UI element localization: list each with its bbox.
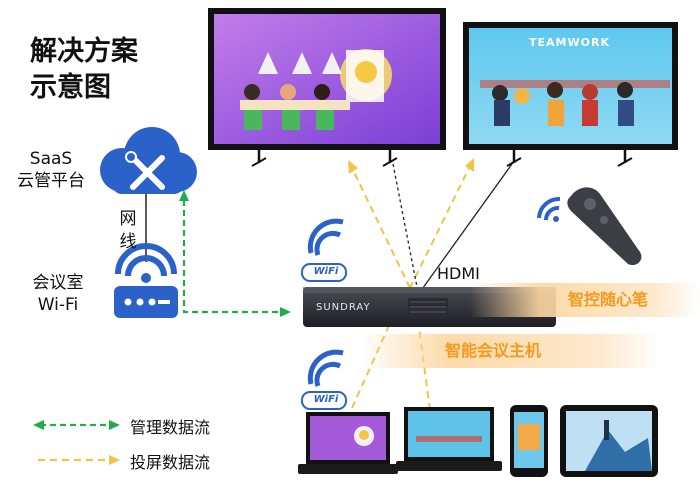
network-line-2: 线 <box>119 232 137 252</box>
laptop-icon <box>396 407 502 471</box>
room-line-1: 会议室 <box>32 273 84 293</box>
saas-platform-label: SaaS 云管平台 <box>6 148 96 192</box>
wifi-icon <box>301 349 347 410</box>
tablet-icon <box>560 405 658 477</box>
network-cable-label: 网 线 <box>117 208 139 254</box>
hdmi-label: HDMI <box>437 264 480 283</box>
pen-label: 智控随心笔 <box>568 290 649 309</box>
tv-right-title: TEAMWORK <box>529 36 610 49</box>
remote-pen-icon <box>537 187 642 266</box>
router-icon <box>114 243 178 318</box>
saas-line-2: 云管平台 <box>17 171 85 191</box>
host-label-band: 智能会议主机 <box>360 334 660 368</box>
legend-projection-label: 投屏数据流 <box>130 453 211 472</box>
title-line-1: 解决方案 <box>30 36 138 67</box>
host-brand: SUNDRAY <box>316 302 371 313</box>
title-line-2: 示意图 <box>30 72 111 103</box>
meeting-room-wifi-label: 会议室 Wi-Fi <box>18 272 98 316</box>
room-line-2: Wi-Fi <box>37 295 79 315</box>
pen-label-band: 智控随心笔 <box>470 283 700 317</box>
tv-right <box>463 22 678 167</box>
saas-line-1: SaaS <box>29 149 73 169</box>
host-label: 智能会议主机 <box>445 341 542 360</box>
legend-management-label: 管理数据流 <box>130 418 211 437</box>
wifi-badge-upper: WiFi <box>313 266 339 277</box>
cloud-icon <box>100 127 197 194</box>
wifi-icon <box>301 218 347 282</box>
phone-icon <box>510 405 548 477</box>
legend-management-line <box>33 420 120 430</box>
wifi-badge-lower: WiFi <box>313 394 339 405</box>
legend-projection-line <box>38 455 120 465</box>
laptop-icon <box>298 412 398 474</box>
diagram-title: 解决方案 示意图 <box>30 34 170 106</box>
network-line-1: 网 <box>119 209 137 229</box>
tv-left <box>208 8 446 167</box>
